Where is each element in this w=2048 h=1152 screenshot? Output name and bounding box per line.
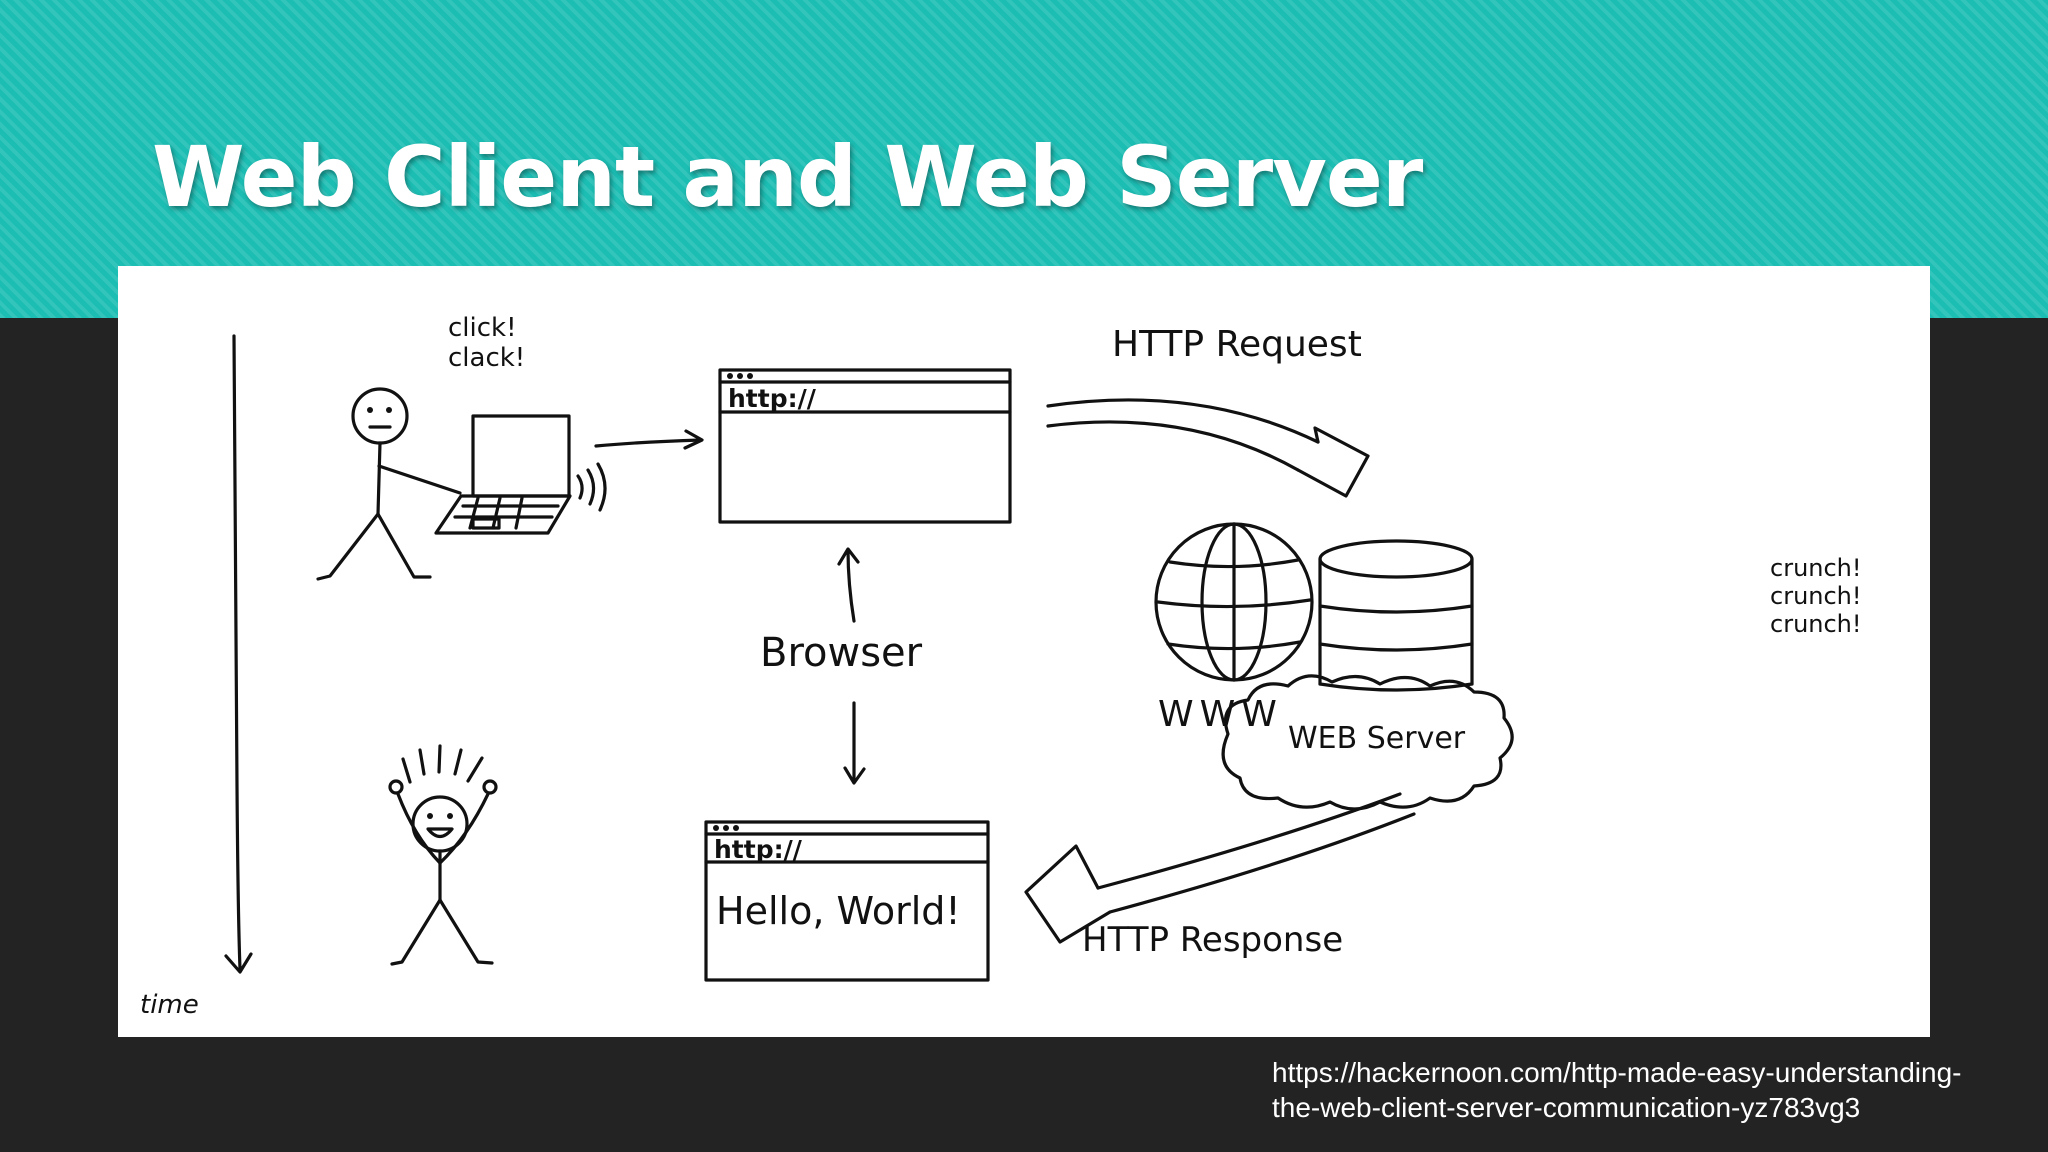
address-bar-bottom: http:// — [714, 835, 803, 864]
crunch-text-2: crunch! — [1770, 582, 1862, 610]
user-with-laptop — [316, 387, 462, 581]
http-request-label: HTTP Request — [1112, 324, 1362, 365]
browser-label-group: Browser — [760, 547, 923, 785]
http-request-arrow: HTTP Request — [1046, 324, 1370, 498]
page-content-text: Hello, World! — [716, 889, 961, 933]
happy-user — [388, 744, 498, 966]
user-head — [351, 387, 409, 445]
source-url-line-2[interactable]: the-web-client-server-communication-yz78… — [1272, 1092, 1861, 1123]
arrow-to-browser — [594, 429, 704, 450]
http-response-label: HTTP Response — [1082, 920, 1343, 960]
http-response-arrow: HTTP Response — [1024, 792, 1416, 960]
diagram-panel: time click! clack! — [118, 266, 1930, 1037]
client-server-diagram: time click! clack! — [140, 313, 1862, 1020]
browser-label: Browser — [760, 630, 923, 676]
crunch-text-1: crunch! — [1770, 554, 1862, 582]
laptop-icon — [434, 414, 607, 535]
source-url[interactable]: https://hackernoon.com/http-made-easy-un… — [1272, 1055, 2032, 1125]
time-axis: time — [140, 334, 253, 1020]
web-server-icon: WEB Server — [1221, 539, 1514, 811]
browser-window-bottom: http:// Hello, World! — [704, 820, 990, 982]
globe-icon: WWW — [1154, 522, 1314, 735]
browser-window-top: http:// — [718, 368, 1012, 524]
www-label: WWW — [1158, 694, 1283, 735]
time-label: time — [140, 990, 199, 1020]
slide-title: Web Client and Web Server — [152, 128, 1423, 226]
sound-click: click! — [448, 313, 517, 343]
address-bar-top: http:// — [728, 384, 817, 413]
header-band — [0, 0, 2048, 318]
source-url-line-1[interactable]: https://hackernoon.com/http-made-easy-un… — [1272, 1057, 1962, 1088]
web-server-label: WEB Server — [1288, 721, 1466, 756]
sound-clack: clack! — [448, 343, 525, 373]
crunch-text-3: crunch! — [1770, 610, 1862, 638]
